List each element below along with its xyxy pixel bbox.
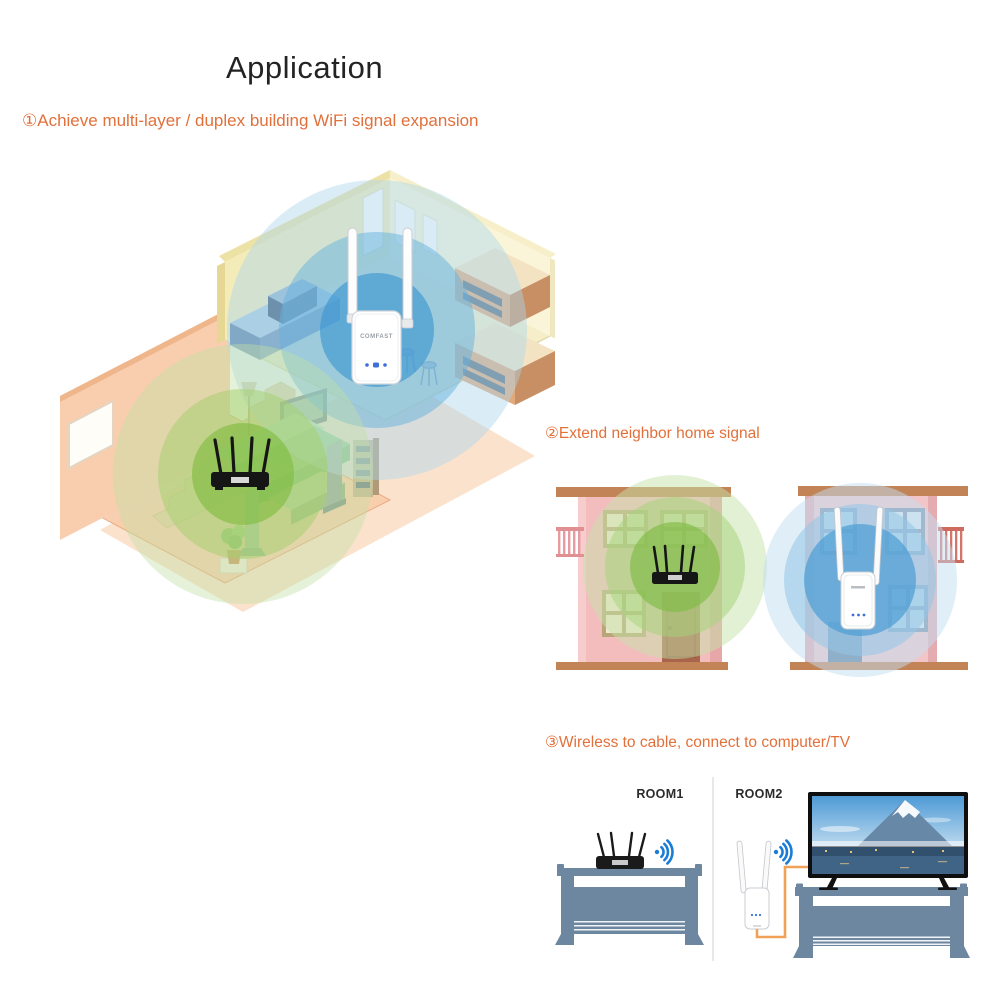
tv-cabinet-room2 xyxy=(793,883,970,958)
picture-frame xyxy=(68,399,114,470)
ethernet-cable xyxy=(755,865,811,939)
mountain xyxy=(858,800,952,846)
tv-room2 xyxy=(808,792,968,890)
router-device xyxy=(211,436,271,490)
desk-room1 xyxy=(555,864,704,945)
wifi-icon-room2 xyxy=(773,839,793,865)
room2-label: ROOM2 xyxy=(735,787,783,801)
repeater-leds xyxy=(750,913,762,917)
repeater-leds xyxy=(365,362,387,368)
section-label-neighbor: ②Extend neighbor home signal xyxy=(545,425,760,442)
tv-screen xyxy=(812,796,964,874)
wireless-to-cable-illustration xyxy=(555,777,970,961)
repeater-device-room2 xyxy=(736,840,772,930)
repeater-brand-text: COMFAST xyxy=(360,334,393,340)
building-1-balcony xyxy=(556,527,584,557)
lower-floor-wall xyxy=(60,308,230,540)
router-device-b1 xyxy=(652,544,698,584)
bookshelf xyxy=(353,438,379,497)
room1-label: ROOM1 xyxy=(636,787,684,801)
isometric-house-illustration: COMFAST xyxy=(60,170,555,612)
router-device-room1 xyxy=(596,831,647,869)
section-label-wireless-to-cable: ③Wireless to cable, connect to computer/… xyxy=(545,734,851,751)
wifi-icon-room1 xyxy=(654,839,674,865)
repeater-device-b2 xyxy=(833,506,884,630)
page-title: Application xyxy=(226,50,384,85)
router-antennas xyxy=(213,436,271,476)
building-1 xyxy=(556,475,767,670)
repeater-leds xyxy=(851,613,866,617)
speaker-tower xyxy=(323,439,346,514)
building-2 xyxy=(763,483,968,677)
repeater-device: COMFAST xyxy=(346,227,414,385)
neighbor-buildings-illustration xyxy=(556,475,968,677)
wifi-signal-green-b1 xyxy=(583,475,767,659)
repeater-antennas xyxy=(346,227,414,329)
shelf-unit-upper xyxy=(455,248,550,327)
base-bar xyxy=(556,662,728,670)
section-label-multi-layer: ①Achieve multi-layer / duplex building W… xyxy=(22,111,479,130)
tv-stand xyxy=(819,878,957,890)
